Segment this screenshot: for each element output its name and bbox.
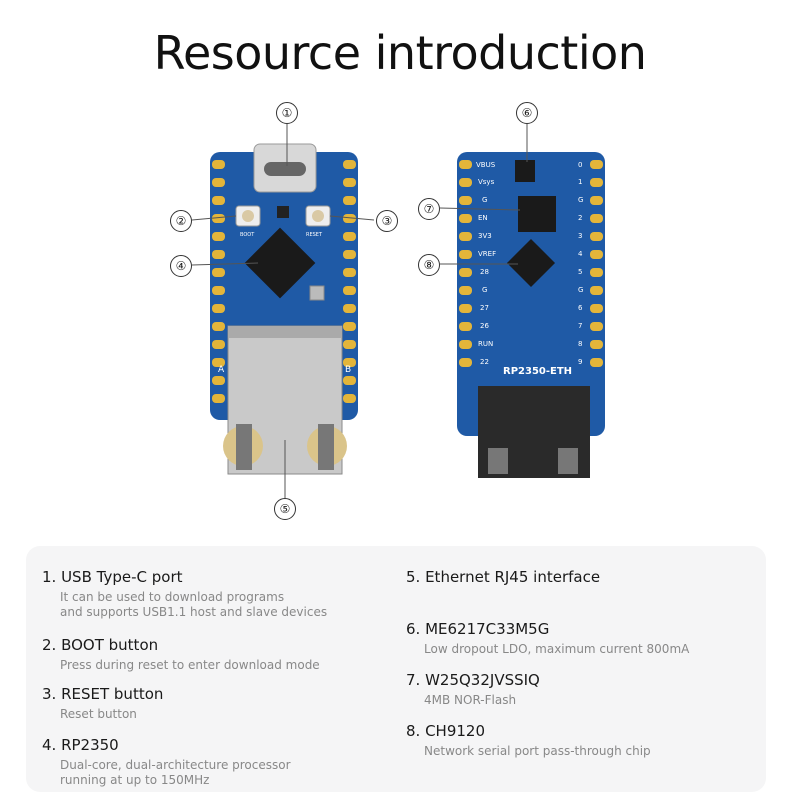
legend-panel: 1. USB Type-C port It can be used to dow…: [26, 546, 766, 792]
pin-label-1: 1: [578, 178, 582, 186]
legend-item-7-title: 7. W25Q32JVSSIQ: [406, 671, 540, 689]
pin-label-0: 0: [578, 161, 582, 169]
pin-label-26: 26: [480, 322, 489, 330]
pin-label-vsys: Vsys: [478, 178, 495, 186]
callout-4: ④: [170, 255, 192, 277]
reset-silk: RESET: [306, 232, 323, 238]
pin-label-vref: VREF: [478, 250, 496, 258]
pin-label-g1: G: [482, 196, 487, 204]
legend-item-2: 2. BOOT button Press during reset to ent…: [42, 636, 320, 673]
pin-label-g4: G: [578, 286, 583, 294]
legend-item-2-desc: Press during reset to enter download mod…: [60, 658, 320, 672]
callout-1: ①: [276, 102, 298, 124]
legend-item-5: 5. Ethernet RJ45 interface: [406, 568, 600, 586]
pin-label-2: 2: [578, 214, 582, 222]
legend-item-6: 6. ME6217C33M5G Low dropout LDO, maximum…: [406, 620, 689, 657]
legend-item-6-desc: Low dropout LDO, maximum current 800mA: [424, 642, 690, 656]
legend-item-4-desc-line-1: Dual-core, dual-architecture processor: [60, 758, 291, 772]
legend-item-1-title: 1. USB Type-C port: [42, 568, 183, 586]
legend-item-8-title: 8. CH9120: [406, 722, 486, 740]
pin-label-8: 8: [578, 340, 582, 348]
legend-item-7: 7. W25Q32JVSSIQ 4MB NOR-Flash: [406, 671, 540, 708]
silk-b: B: [345, 365, 351, 375]
pin-label-7: 7: [578, 322, 582, 330]
pin-label-run: RUN: [478, 340, 493, 348]
pin-label-22: 22: [480, 358, 489, 366]
pin-label-27: 27: [480, 304, 489, 312]
callout-6: ⑥: [516, 102, 538, 124]
pin-label-28: 28: [480, 268, 489, 276]
silk-a: A: [218, 365, 225, 375]
page-title: Resource introduction: [153, 26, 647, 80]
boot-silk: BOOT: [240, 232, 255, 238]
legend-item-4-desc-line-2: running at up to 150MHz: [60, 773, 210, 787]
pin-label-9: 9: [578, 358, 582, 366]
ldo-chip: [515, 160, 535, 182]
pin-label-6: 6: [578, 304, 583, 312]
legend-item-1-desc-line-1: It can be used to download programs: [60, 590, 285, 604]
callout-7: ⑦: [418, 198, 440, 220]
pin-label-4: 4: [578, 250, 583, 258]
pin-label-g3: G: [578, 196, 583, 204]
pin-label-en: EN: [478, 214, 488, 222]
legend-item-5-title: 5. Ethernet RJ45 interface: [406, 568, 601, 586]
front-board: BOOT RESET A B: [210, 143, 358, 475]
legend-item-6-title: 6. ME6217C33M5G: [406, 620, 550, 638]
pin-label-5: 5: [578, 268, 582, 276]
legend-item-3-desc: Reset button: [60, 707, 137, 721]
legend-item-8-desc: Network serial port pass-through chip: [424, 744, 651, 758]
legend-item-8: 8. CH9120 Network serial port pass-throu…: [406, 722, 651, 759]
legend-item-4: 4. RP2350 Dual-core, dual-architecture p…: [42, 736, 291, 788]
legend-item-7-desc: 4MB NOR-Flash: [424, 693, 517, 707]
rp2350-chip: [244, 227, 316, 299]
pin-label-vbus: VBUS: [476, 161, 496, 169]
board-illustration: BOOT RESET A B: [0, 90, 800, 530]
callout-8: ⑧: [418, 254, 440, 276]
legend-item-1: 1. USB Type-C port It can be used to dow…: [42, 568, 327, 620]
legend-item-3-title: 3. RESET button: [42, 685, 164, 703]
legend-item-3: 3. RESET button Reset button: [42, 685, 163, 722]
board-name-silk: RP2350-ETH: [503, 366, 572, 377]
pin-label-3v3: 3V3: [478, 232, 492, 240]
callout-3: ③: [376, 210, 398, 232]
callout-2: ②: [170, 210, 192, 232]
legend-item-1-desc-line-2: and supports USB1.1 host and slave devic…: [60, 605, 328, 619]
legend-item-4-title: 4. RP2350: [42, 736, 119, 754]
pin-label-g2: G: [482, 286, 487, 294]
ch9120-chip: [506, 238, 556, 288]
back-board: RP2350-ETH VBUS Vsys G EN 3V3 VREF 28 G …: [457, 152, 605, 478]
callout-5: ⑤: [274, 498, 296, 520]
legend-item-2-title: 2. BOOT button: [42, 636, 159, 654]
pin-label-3: 3: [578, 232, 582, 240]
flash-chip: [518, 196, 556, 232]
